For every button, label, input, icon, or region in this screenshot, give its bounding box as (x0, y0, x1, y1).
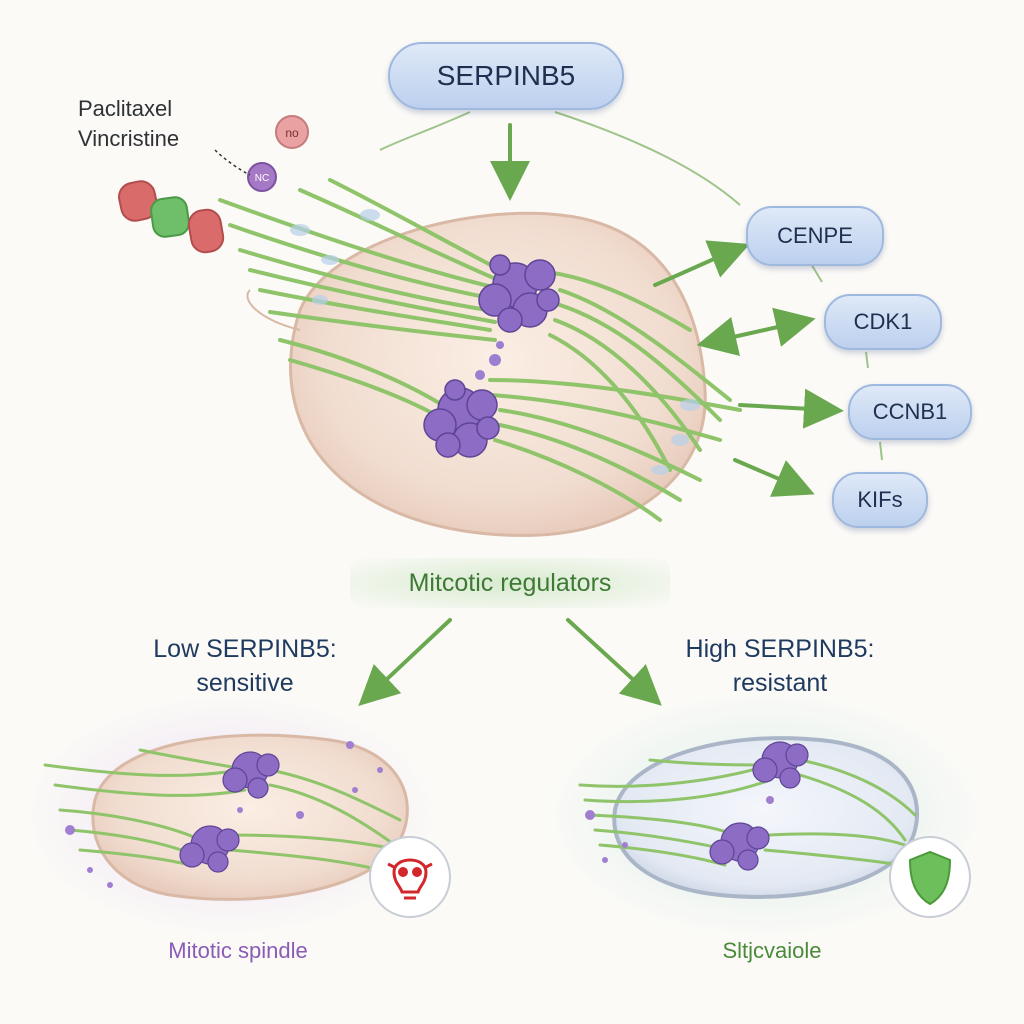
arrow-to-high (566, 618, 662, 706)
drug-token-nc (247, 162, 277, 192)
low-outcome-label: Low SERPINB5: sensitive (120, 632, 370, 700)
arrows (358, 123, 844, 706)
drug-token-no (275, 115, 309, 149)
regulator-cenpe: CENPE (746, 206, 884, 266)
drug-molecules (118, 115, 309, 254)
high-caption: Sltjcvaiole (722, 938, 821, 963)
low-debris (65, 741, 383, 888)
high-chromosome-clusters (709, 741, 809, 871)
title-connectors (379, 111, 883, 461)
high-outcome-line1: High SERPINB5: (685, 635, 875, 663)
title-serpinb5: SERPINB5 (388, 42, 624, 110)
arrow-to-ccnb1 (738, 388, 844, 429)
high-outcome-line2: resistant (732, 669, 828, 697)
shield-icon (908, 850, 952, 906)
low-chromosome-clusters (179, 751, 280, 873)
drug-connector (214, 149, 251, 176)
drug-pill-red-2 (187, 208, 225, 254)
main-spindle-highlights (290, 209, 700, 475)
arrow-cdk1 (696, 307, 816, 356)
main-chromosome-fragments (475, 341, 504, 380)
high-status-badge (889, 836, 971, 918)
main-cell-tail (246, 289, 301, 331)
mitotic-regulators-caption: Mitcotic regulators (350, 558, 670, 608)
drug-pill-red-1 (118, 180, 158, 222)
low-outcome-line2: sensitive (196, 669, 294, 697)
skull-icon (387, 858, 433, 900)
drug-token-no-label: no (285, 126, 299, 140)
arrow-to-low (358, 618, 452, 706)
arrow-to-kifs (733, 458, 815, 497)
regulator-kifs: KIFs (832, 472, 928, 528)
main-cell (246, 211, 707, 537)
high-outcome-label: High SERPINB5: resistant (650, 632, 910, 700)
main-chromosome-cluster-upper (478, 254, 560, 333)
drug-label-vincristine: Vincristine (78, 126, 180, 151)
low-status-badge (369, 836, 451, 918)
drug-pill-green (150, 196, 190, 238)
low-outcome-line1: Low SERPINB5: (153, 635, 337, 663)
arrow-cell-to-cenpe (653, 240, 750, 287)
high-debris (585, 796, 774, 863)
drug-token-nc-label: NC (255, 173, 269, 184)
drug-label-paclitaxel: Paclitaxel (78, 96, 173, 121)
low-caption: Mitotic spindle (168, 938, 307, 963)
main-chromosome-cluster-lower (423, 379, 500, 458)
regulator-ccnb1: CCNB1 (848, 384, 972, 440)
regulator-cdk1: CDK1 (824, 294, 942, 350)
